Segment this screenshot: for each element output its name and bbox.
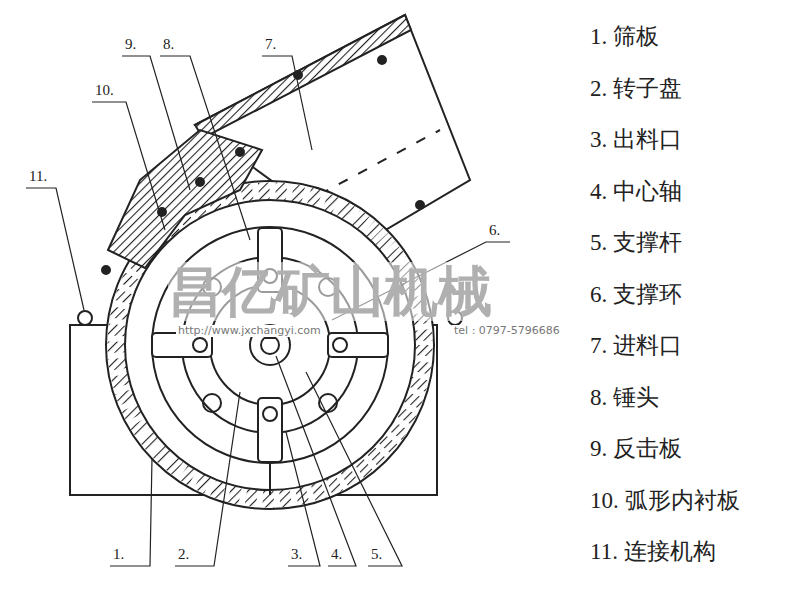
hinge — [78, 311, 92, 325]
callout-number: 1. — [112, 546, 125, 563]
hammer — [258, 398, 282, 462]
part-list-item: 6. 支撑环 — [590, 282, 682, 307]
callout-number: 3. — [290, 546, 303, 563]
part-list-item: 5. 支撑杆 — [590, 230, 682, 255]
part-list-item: 9. 反击板 — [590, 436, 682, 461]
casing-inner — [125, 200, 415, 490]
callout-number: 11. — [28, 168, 48, 185]
part-list-item: 10. 弧形内衬板 — [590, 488, 740, 513]
hammer — [328, 333, 388, 357]
watermark: 昌亿矿山机械 — [168, 262, 492, 321]
callout-number: 8. — [162, 36, 175, 53]
chute-liner — [195, 15, 411, 138]
watermark-contact: http://www.jxchangyi.com — [176, 325, 323, 337]
part-list-item: 11. 连接机构 — [590, 539, 716, 564]
callout-number: 10. — [94, 82, 115, 99]
watermark-contact: tel : 0797-5796686 — [452, 325, 562, 337]
callout-number: 9. — [124, 36, 137, 53]
part-list-item: 2. 转子盘 — [590, 76, 682, 101]
callout-number: 2. — [177, 546, 190, 563]
part-list-item: 3. 出料口 — [590, 127, 682, 152]
part-list-item: 7. 进料口 — [590, 333, 682, 358]
part-list-item: 1. 筛板 — [590, 24, 659, 49]
callout-number: 4. — [330, 546, 343, 563]
part-list-item: 8. 锤头 — [590, 385, 659, 410]
callout-number: 5. — [370, 546, 383, 563]
part-list-item: 4. 中心轴 — [590, 179, 682, 204]
support-rod — [203, 394, 221, 412]
leader-lines — [26, 56, 510, 566]
callout-number: 7. — [264, 36, 277, 53]
callout-number: 6. — [488, 222, 501, 239]
